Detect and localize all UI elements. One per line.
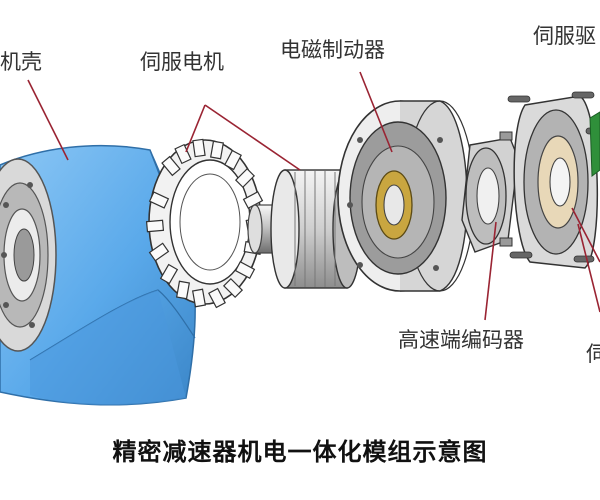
pointer-lines: [27, 71, 600, 321]
label-servo-motor: 伺服电机: [140, 50, 224, 74]
label-right-edge: 伺: [586, 342, 600, 366]
servo-drive-part: [507, 91, 600, 269]
pointer-motor-stator: [185, 104, 206, 153]
pointer-brake: [359, 71, 393, 153]
pointer-housing: [27, 79, 69, 161]
label-brake: 电磁制动器: [280, 38, 385, 62]
label-encoder: 高速端编码器: [398, 328, 524, 352]
pointer-motor-rotor: [204, 104, 301, 171]
housing-part: [0, 144, 197, 406]
brake-part: [337, 100, 475, 292]
pointer-servo-drive: [571, 207, 600, 263]
diagram-caption: 精密减速器机电一体化模组示意图: [112, 438, 488, 466]
label-servo-drive: 伺服驱: [533, 24, 596, 48]
motor-stator-part: [145, 138, 265, 309]
pointer-right-edge: [577, 223, 600, 313]
encoder-part: [461, 131, 519, 253]
label-housing: 机壳: [0, 50, 42, 74]
pointer-encoder: [484, 221, 497, 321]
